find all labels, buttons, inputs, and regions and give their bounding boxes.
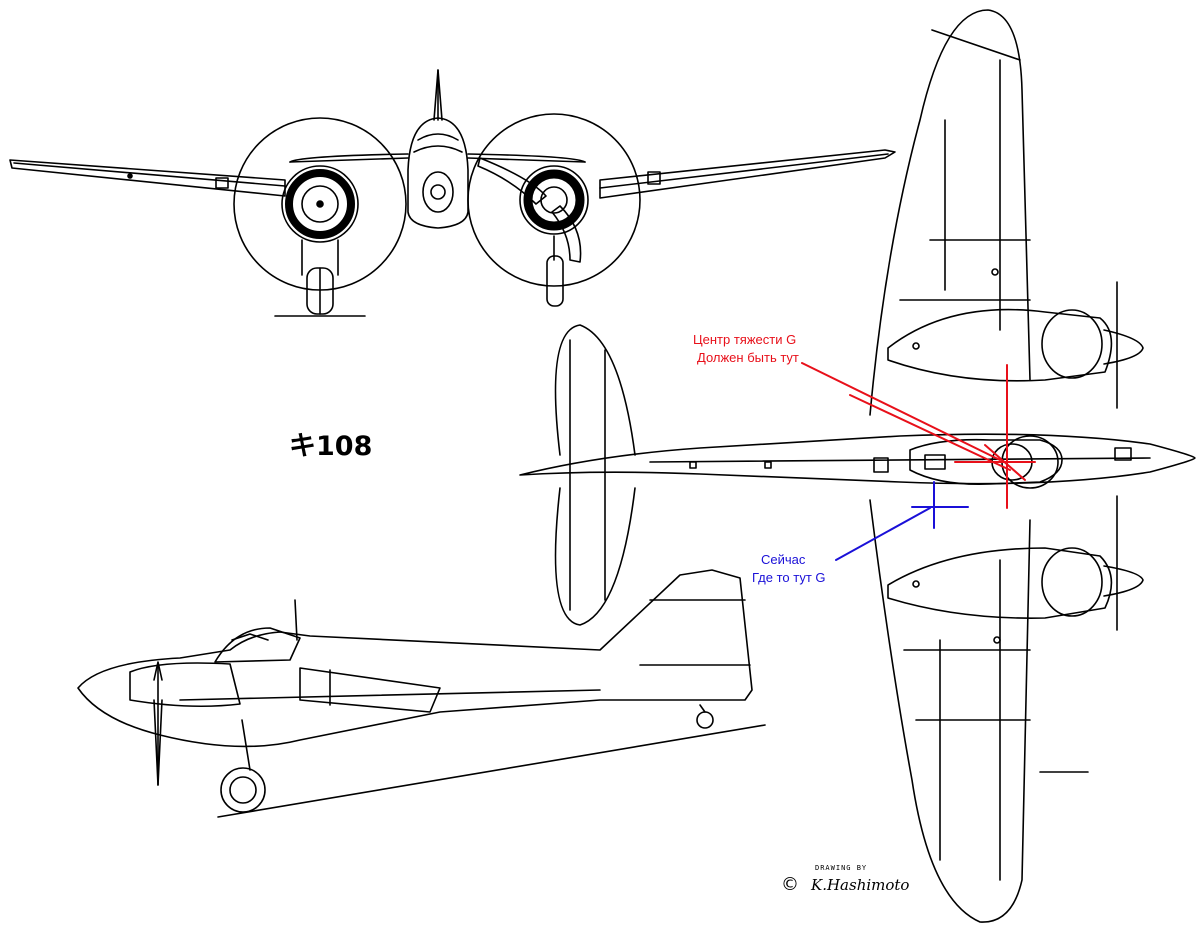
- target-cg-label-line2: Должен быть тут: [697, 350, 799, 365]
- side-view: [77, 569, 766, 818]
- copyright-icon: ©: [781, 874, 799, 895]
- top-view: [519, 9, 1196, 923]
- front-view: [9, 69, 896, 317]
- current-cg-label-line2: Где то тут G: [752, 570, 826, 585]
- target-cg-marker: [801, 362, 1036, 509]
- aircraft-type-label: キ108: [289, 431, 373, 462]
- target-cg-label-line1: Центр тяжести G: [693, 332, 797, 347]
- current-cg-marker: [835, 481, 969, 561]
- current-cg-label-line1: Сейчас: [761, 552, 806, 567]
- artist-signature: K.Hashimoto: [811, 876, 910, 894]
- right-propeller-disk: [467, 113, 641, 287]
- drawing-by-label: DRAWING BY: [815, 864, 868, 872]
